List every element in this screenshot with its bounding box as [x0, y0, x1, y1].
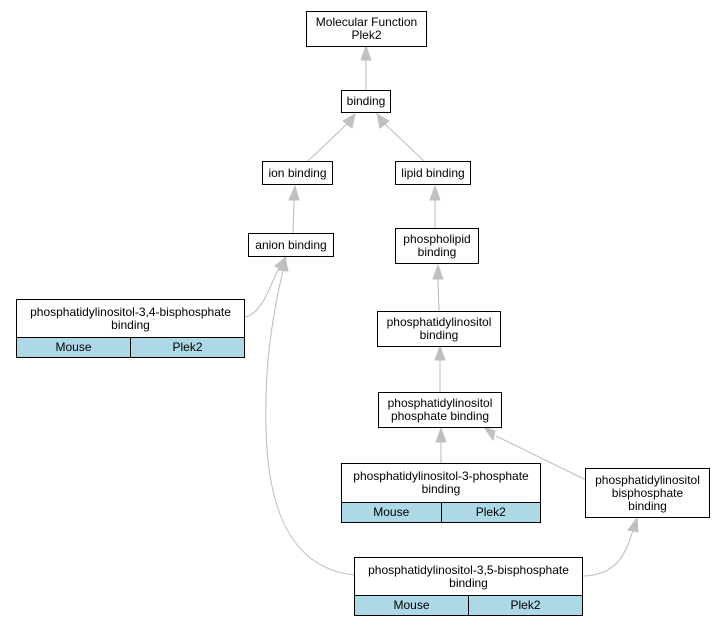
node-pibp-binding[interactable]: phosphatidylinositol bisphosphate bindin… — [585, 468, 710, 518]
edge-anion-binding-to-ion-binding — [288, 184, 300, 234]
node-label: phosphatidylinositol binding — [386, 315, 492, 342]
node-label: Molecular Function Plek2 — [315, 15, 418, 42]
edge-binding-to-molecular-function — [360, 44, 372, 90]
edge-pip-binding-to-pi-binding — [434, 344, 446, 392]
node-anion-binding[interactable]: anion binding — [248, 233, 334, 257]
edge-phospholipid-binding-to-lipid-binding — [429, 184, 441, 228]
node-binding[interactable]: binding — [341, 90, 391, 113]
node-label: phosphatidylinositol-3,5-bisphosphate bi… — [368, 562, 569, 590]
node-pip-binding[interactable]: phosphatidylinositol phosphate binding — [378, 392, 502, 428]
gene-cell[interactable]: Plek2 — [130, 338, 244, 357]
node-label: phosphatidylinositol-3,4-bisphosphate bi… — [30, 304, 231, 332]
node-pi-binding[interactable]: phosphatidylinositol binding — [377, 311, 501, 347]
species-cell[interactable]: Mouse — [355, 596, 468, 615]
node-pi3p-binding[interactable]: phosphatidylinositol-3-phosphate binding… — [341, 463, 541, 523]
species-cell[interactable]: Mouse — [342, 503, 441, 522]
node-label: ion binding — [268, 165, 327, 180]
edge-pibp-to-pip-binding — [482, 425, 587, 481]
node-label: phosphatidylinositol-3-phosphate binding — [353, 469, 529, 496]
edge-pi3p-to-pip-binding — [435, 426, 447, 463]
node-label: lipid binding — [401, 165, 465, 180]
edge-ion-binding-to-binding — [307, 112, 356, 162]
edges — [244, 44, 639, 577]
gene-cell[interactable]: Plek2 — [468, 596, 582, 615]
annotation-row: Mouse Plek2 — [342, 502, 540, 522]
node-molecular-function[interactable]: Molecular Function Plek2 — [306, 11, 427, 47]
species-cell[interactable]: Mouse — [17, 338, 130, 357]
node-label: binding — [346, 94, 386, 108]
gene-cell[interactable]: Plek2 — [440, 503, 540, 522]
edge-pi35bp-to-anion-binding — [265, 255, 355, 576]
node-label: phosphatidylinositol phosphate binding — [387, 396, 493, 423]
node-label: phosphatidylinositol bisphosphate bindin… — [595, 472, 700, 513]
node-label: anion binding — [255, 237, 327, 252]
node-pi35bp-binding[interactable]: phosphatidylinositol-3,5-bisphosphate bi… — [354, 557, 583, 616]
node-label: phospholipid binding — [403, 232, 471, 259]
edge-lipid-binding-to-binding — [376, 112, 425, 162]
edge-pi35bp-to-pibp — [582, 516, 639, 577]
node-ion-binding[interactable]: ion binding — [262, 161, 333, 185]
annotation-row: Mouse Plek2 — [355, 595, 582, 615]
node-pi34bp-binding[interactable]: phosphatidylinositol-3,4-bisphosphate bi… — [16, 299, 245, 358]
edge-pi-binding-to-phospholipid-binding — [432, 263, 444, 312]
node-phospholipid-binding[interactable]: phospholipid binding — [395, 228, 479, 264]
annotation-row: Mouse Plek2 — [17, 337, 244, 357]
node-lipid-binding[interactable]: lipid binding — [395, 161, 471, 185]
